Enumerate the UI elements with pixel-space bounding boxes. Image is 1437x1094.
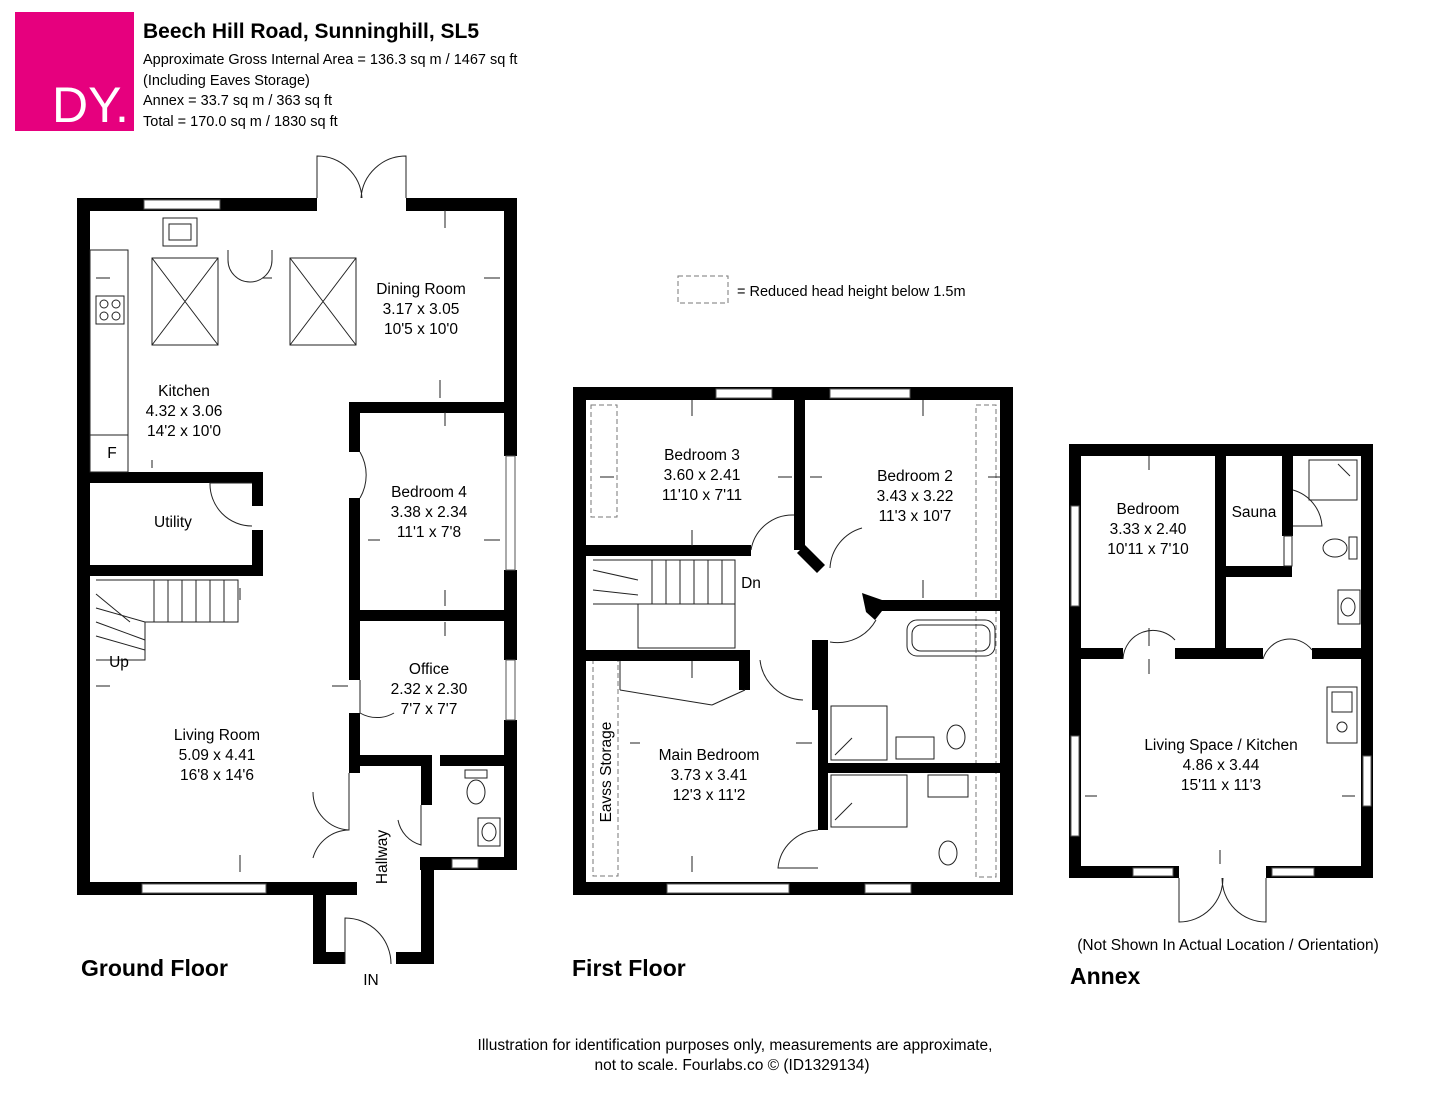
bedroom2-imperial: 11'3 x 10'7: [879, 508, 952, 525]
bedroom4-metric: 3.38 x 2.34: [391, 504, 468, 521]
disclaimer-line-1: Illustration for identification purposes…: [478, 1037, 993, 1054]
fridge-label: F: [107, 445, 116, 462]
annex-bedroom-metric: 3.33 x 2.40: [1110, 521, 1187, 538]
main-bedroom-imperial: 12'3 x 11'2: [673, 787, 746, 804]
legend: = Reduced head height below 1.5m: [677, 275, 966, 304]
dining-metric: 3.17 x 3.05: [383, 301, 460, 318]
annex-plan: [1069, 444, 1373, 923]
bedroom3-imperial: 11'10 x 7'11: [662, 487, 742, 504]
eaves-storage-label: Eavss Storage: [598, 722, 615, 823]
first-floor-labels: Bedroom 3 3.60 x 2.41 11'10 x 7'11 Bedro…: [572, 447, 953, 981]
footer: Illustration for identification purposes…: [478, 1037, 993, 1074]
ground-floor-labels: Dining Room 3.17 x 3.05 10'5 x 10'0 Kitc…: [81, 281, 468, 989]
annex-bedroom-imperial: 10'11 x 7'10: [1107, 541, 1189, 558]
dining-name: Dining Room: [376, 281, 466, 298]
utility-name: Utility: [154, 514, 192, 531]
ground-floor-plan: [77, 155, 517, 965]
office-metric: 2.32 x 2.30: [391, 681, 468, 698]
area-line-3: Annex = 33.7 sq m / 363 sq ft: [143, 93, 332, 109]
annex-labels: Bedroom 3.33 x 2.40 10'11 x 7'10 Sauna L…: [1070, 501, 1379, 989]
area-line-2: (Including Eaves Storage): [143, 73, 310, 89]
logo-text: DY.: [52, 77, 129, 133]
disclaimer-line-2: not to scale. Fourlabs.co © (ID1329134): [594, 1057, 869, 1074]
kitchen-metric: 4.32 x 3.06: [146, 403, 223, 420]
bedroom2-name: Bedroom 2: [877, 468, 953, 485]
legend-text: = Reduced head height below 1.5m: [737, 284, 966, 300]
annex-label: Annex: [1070, 963, 1141, 989]
entrance-label: IN: [363, 972, 379, 989]
first-floor-plan: [573, 387, 1013, 895]
ground-floor-label: Ground Floor: [81, 955, 228, 981]
living-name: Living Room: [174, 727, 260, 744]
stairs-down-label: Dn: [741, 575, 761, 592]
bedroom4-name: Bedroom 4: [391, 484, 467, 501]
hallway-name: Hallway: [374, 830, 391, 885]
header: DY. Beech Hill Road, Sunninghill, SL5 Ap…: [15, 12, 517, 133]
area-line-4: Total = 170.0 sq m / 1830 sq ft: [143, 114, 338, 130]
living-imperial: 16'8 x 14'6: [180, 767, 254, 784]
annex-living-imperial: 15'11 x 11'3: [1181, 777, 1261, 794]
bedroom4-imperial: 11'1 x 7'8: [397, 524, 461, 541]
sauna-name: Sauna: [1232, 504, 1277, 521]
main-bedroom-name: Main Bedroom: [659, 747, 760, 764]
annex-note: (Not Shown In Actual Location / Orientat…: [1077, 937, 1379, 954]
stairs-up-label: Up: [109, 654, 129, 671]
annex-living-metric: 4.86 x 3.44: [1183, 757, 1260, 774]
main-bedroom-metric: 3.73 x 3.41: [671, 767, 748, 784]
annex-living-name: Living Space / Kitchen: [1144, 737, 1297, 754]
office-name: Office: [409, 661, 449, 678]
office-imperial: 7'7 x 7'7: [401, 701, 458, 718]
bedroom3-metric: 3.60 x 2.41: [664, 467, 741, 484]
bedroom3-name: Bedroom 3: [664, 447, 740, 464]
first-floor-label: First Floor: [572, 955, 686, 981]
area-line-1: Approximate Gross Internal Area = 136.3 …: [143, 52, 517, 68]
kitchen-name: Kitchen: [158, 383, 210, 400]
annex-bedroom-name: Bedroom: [1117, 501, 1180, 518]
property-title: Beech Hill Road, Sunninghill, SL5: [143, 20, 479, 43]
logo-badge: [15, 12, 134, 131]
bedroom2-metric: 3.43 x 3.22: [877, 488, 954, 505]
dining-imperial: 10'5 x 10'0: [384, 321, 458, 338]
living-metric: 5.09 x 4.41: [179, 747, 256, 764]
legend-dashed-box: [677, 275, 729, 304]
kitchen-imperial: 14'2 x 10'0: [147, 423, 221, 440]
